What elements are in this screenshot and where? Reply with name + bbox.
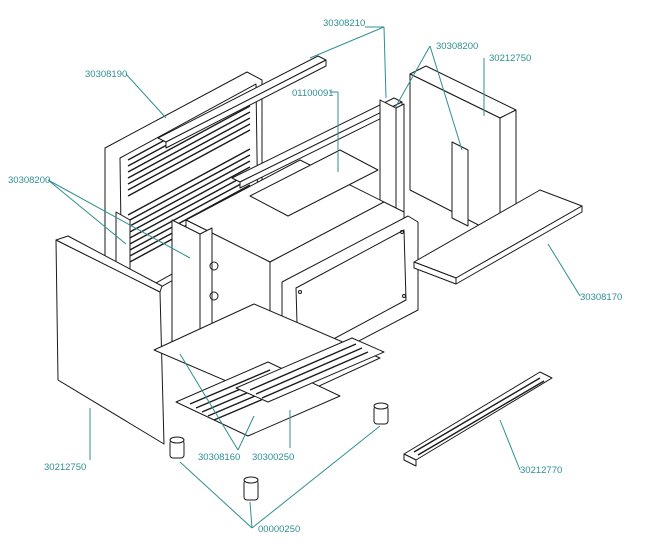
label-30212750-top: 30212750 <box>489 53 531 64</box>
foot-right <box>373 402 389 425</box>
foot-middle <box>243 476 259 501</box>
label-30212770: 30212770 <box>520 465 562 476</box>
label-01100091: 01100091 <box>292 88 334 99</box>
label-30300250: 30300250 <box>252 452 294 463</box>
leader-lines <box>47 26 581 529</box>
front-grille-strip <box>403 371 553 467</box>
label-30308170: 30308170 <box>580 292 622 303</box>
label-30308200-left: 30308200 <box>8 175 50 186</box>
right-side-panel <box>409 65 517 237</box>
base-grille-plate-right <box>235 337 385 403</box>
label-30308190: 30308190 <box>85 69 127 80</box>
label-30308200-top: 30308200 <box>436 41 478 52</box>
top-rail-front <box>231 97 403 189</box>
label-30212750-bottom: 30212750 <box>44 462 86 473</box>
top-rail-rear <box>157 55 327 149</box>
left-side-panel <box>55 235 165 445</box>
label-00000250: 00000250 <box>258 524 300 535</box>
label-30308210: 30308210 <box>323 18 365 29</box>
top-lid-panel <box>413 189 583 285</box>
label-30308160: 30308160 <box>198 452 240 463</box>
foot-left <box>169 436 185 459</box>
